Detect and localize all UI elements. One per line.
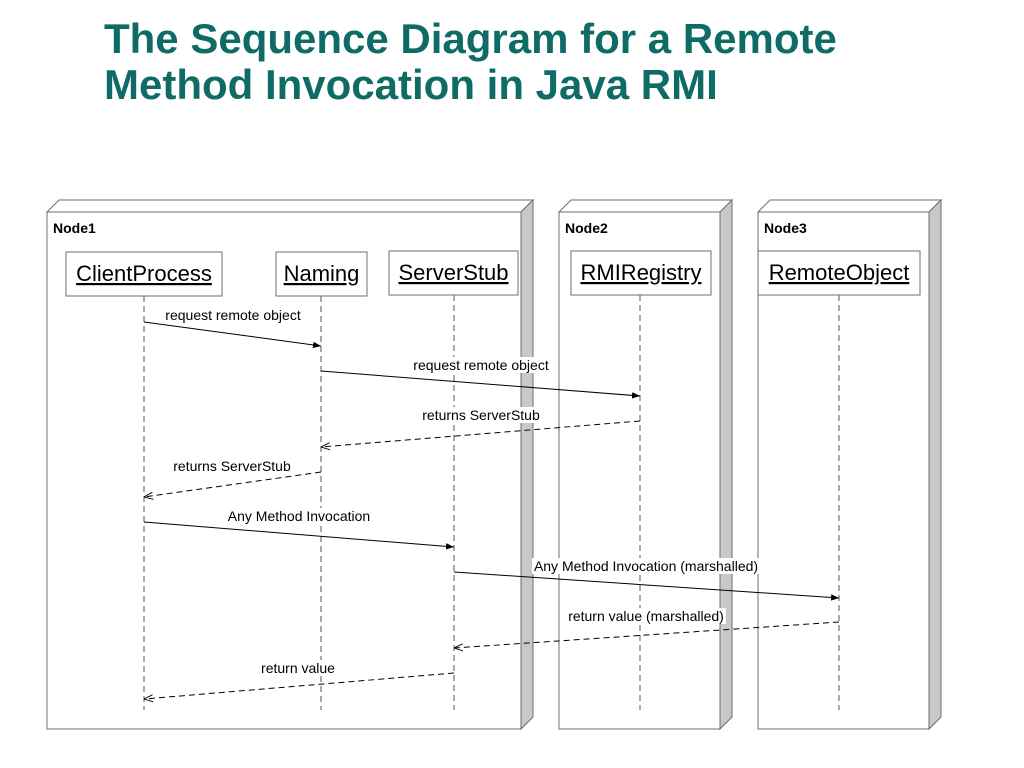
node-front-face <box>757 211 930 730</box>
message-label-bg <box>566 608 726 624</box>
call-arrow <box>143 321 322 349</box>
message-label: request remote object <box>413 357 549 373</box>
message-label: request remote object <box>165 307 301 323</box>
slide-title: The Sequence Diagram for a Remote Method… <box>104 16 984 108</box>
message-label-bg <box>420 407 542 423</box>
message-label-bg <box>225 508 373 524</box>
message-label-bg <box>411 357 551 373</box>
message-label-bg <box>259 660 338 676</box>
object-stub: ServerStub <box>388 250 519 296</box>
object-box <box>570 250 712 296</box>
message-label: returns ServerStub <box>173 458 291 474</box>
object-label: RMIRegistry <box>580 260 701 285</box>
message-2: request remote object <box>320 357 641 399</box>
message-label-bg <box>171 458 293 474</box>
node-node3: Node3 <box>756 198 943 731</box>
message-3: returns ServerStub <box>321 407 641 447</box>
node-side-face <box>520 198 534 731</box>
message-6: Any Method Invocation (marshalled) <box>453 558 840 601</box>
message-7: return value (marshalled) <box>454 608 840 648</box>
object-box <box>275 251 368 297</box>
message-label-bg <box>531 558 761 574</box>
node-top-face <box>45 199 535 213</box>
node-top-face <box>557 199 734 213</box>
node-label: Node3 <box>764 220 807 236</box>
return-arrow <box>144 672 455 699</box>
message-label-bg <box>163 307 303 323</box>
node-side-face <box>928 198 942 731</box>
title-line-2: Method Invocation in Java RMI <box>104 61 718 108</box>
call-arrow <box>143 521 455 550</box>
message-label: return value (marshalled) <box>568 608 724 624</box>
message-8: return value <box>144 660 455 699</box>
title-line-1: The Sequence Diagram for a Remote <box>104 15 837 62</box>
message-label: Any Method Invocation (marshalled) <box>534 558 758 574</box>
object-label: ServerStub <box>398 260 508 285</box>
object-remote: RemoteObject <box>757 250 921 296</box>
message-1: request remote object <box>143 307 322 349</box>
object-label: Naming <box>284 261 360 286</box>
message-5: Any Method Invocation <box>143 508 455 550</box>
object-naming: Naming <box>275 251 368 297</box>
object-registry: RMIRegistry <box>570 250 712 296</box>
object-label: ClientProcess <box>76 261 212 286</box>
object-box <box>65 251 223 297</box>
node-side-face <box>719 198 733 731</box>
return-arrow <box>454 621 840 648</box>
message-label: returns ServerStub <box>422 407 540 423</box>
object-box <box>388 250 519 296</box>
object-label: RemoteObject <box>769 260 910 285</box>
node-label: Node1 <box>53 220 96 236</box>
call-arrow <box>453 571 840 601</box>
message-label: return value <box>261 660 335 676</box>
node-label: Node2 <box>565 220 608 236</box>
return-arrow <box>321 420 641 447</box>
message-label: Any Method Invocation <box>228 508 370 524</box>
node-top-face <box>756 199 943 213</box>
object-box <box>757 250 921 296</box>
call-arrow <box>320 370 641 399</box>
object-client: ClientProcess <box>65 251 223 297</box>
message-4: returns ServerStub <box>144 458 322 497</box>
